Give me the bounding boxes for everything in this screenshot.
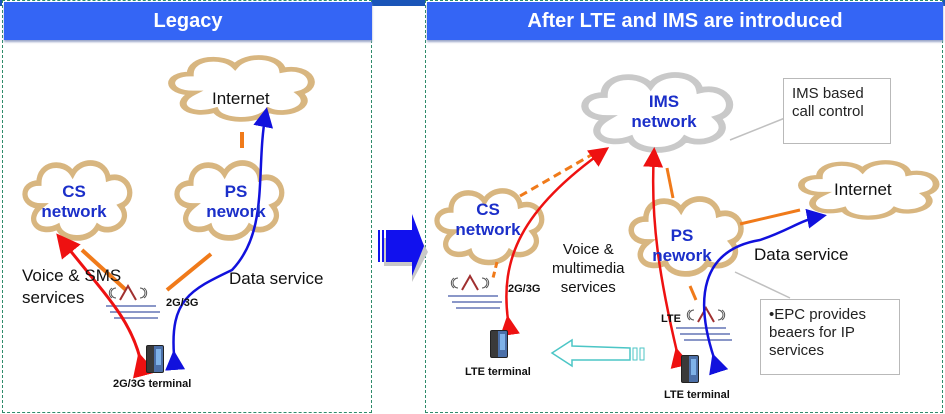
legacy-voice-sms-label: Voice & SMS services [22,266,122,307]
ps-bts-link [688,285,698,301]
epc-callout: •EPC provides beaers for IP services [760,299,900,375]
lte-data-path [702,208,827,376]
legacy-voice-path [56,233,157,379]
voice-multimedia-label: Voice & multimedia services [552,241,625,296]
legacy-ps-network-label: PS nework [206,182,266,221]
lte-terminal-right-label: LTE terminal [664,389,730,401]
lte-terminal-left-label: LTE terminal [465,366,531,378]
lte-ps-network-label: PS nework [652,226,712,265]
lte-cs-network-label: CS network [455,200,521,239]
ps-ims-link [665,167,675,199]
cs-access-label: 2G/3G [508,283,541,295]
legacy-cs-network-label: CS network [41,182,107,221]
legacy-terminal-label: 2G/3G terminal [113,378,192,390]
legacy-data-path [165,107,274,371]
lte-data-service-label: Data service [754,245,849,264]
legacy-header: Legacy [4,2,372,40]
epc-callout-pointer [734,271,791,299]
ps-internet-link [739,208,801,226]
legacy-terminal-icon [146,345,164,373]
lte-ims-header: After LTE and IMS are introduced [427,2,943,40]
ims-callout: IMS based call control [783,78,891,144]
cs-ims-link [519,148,601,198]
handover-arrow-icon [550,338,645,368]
cs-voice-path [500,147,610,337]
ims-network-label: IMS network [631,92,697,131]
right-arrow-icon [378,214,428,282]
cs-base-station-icon [448,275,502,309]
legacy-access-label: 2G/3G [166,297,199,309]
cs-bts-link [491,261,499,279]
legacy-data-service-label: Data service [229,269,324,288]
lte-terminal-left-icon [490,330,508,358]
ims-voice-path [643,147,691,369]
lte-access-label: LTE [661,313,681,325]
ims-callout-pointer [729,117,786,141]
lte-terminal-right-icon [681,355,699,383]
lte-internet-label: Internet [834,180,892,199]
legacy-internet-label: Internet [212,89,270,108]
